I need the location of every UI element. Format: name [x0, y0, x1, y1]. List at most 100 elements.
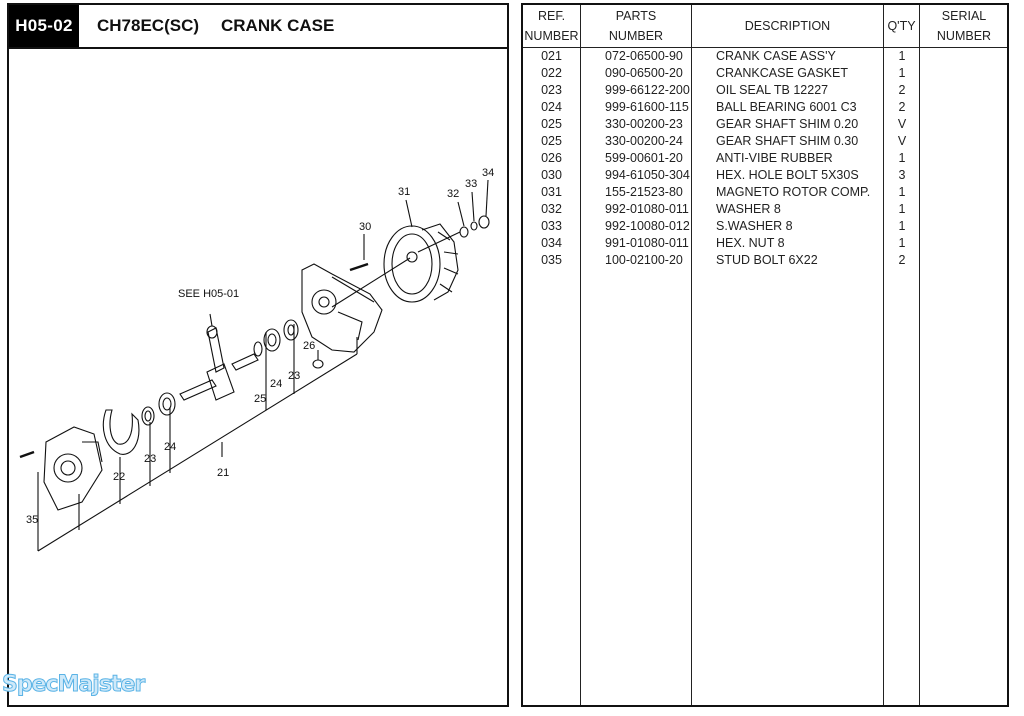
header-ref-number: REF. NUMBER — [524, 9, 579, 43]
part-number-cell: 599-00601-20 — [605, 151, 683, 165]
description-cell: WASHER 8 — [716, 202, 781, 216]
description-cell: S.WASHER 8 — [716, 219, 793, 233]
qty-cell: 2 — [898, 100, 906, 114]
callout-23-left: 23 — [144, 453, 156, 465]
header-serial-number: SERIAL NUMBER — [936, 9, 992, 43]
part-number-cell: 330-00200-23 — [605, 117, 683, 131]
exploded-view-drawing: 21 22 23 23 24 24 25 26 30 31 32 33 34 3… — [19, 167, 494, 552]
qty-cell: 1 — [898, 202, 906, 216]
part-number-cell: 100-02100-20 — [605, 253, 683, 267]
callout-30: 30 — [359, 221, 371, 233]
shaft-axis-line — [331, 257, 411, 308]
part-number-cell: 994-61050-304 — [605, 168, 690, 182]
ref-cell: 033 — [541, 219, 562, 233]
ref-cell: 032 — [541, 202, 562, 216]
table-row: 025 330-00200-23 GEAR SHAFT SHIM 0.20 V — [523, 116, 1007, 133]
qty-cell: 1 — [898, 151, 906, 165]
reference-note: SEE H05-01 — [178, 288, 239, 300]
qty-cell: 1 — [898, 66, 906, 80]
callout-32: 32 — [447, 188, 459, 200]
part-number-cell: 072-06500-90 — [605, 49, 683, 63]
qty-cell: 2 — [898, 83, 906, 97]
qty-cell: 1 — [898, 185, 906, 199]
table-row: 031 155-21523-80 MAGNETO ROTOR COMP. 1 — [523, 184, 1007, 201]
diagram-header: H05-02 CH78EC(SC) CRANK CASE — [9, 5, 507, 49]
ref-cell: 031 — [541, 185, 562, 199]
part-number-cell: 992-10080-012 — [605, 219, 690, 233]
header-qty: Q'TY — [887, 19, 916, 33]
qty-cell: V — [897, 134, 907, 148]
qty-cell: 2 — [898, 253, 906, 267]
header-description: DESCRIPTION — [744, 19, 831, 33]
table-row: 026 599-00601-20 ANTI-VIBE RUBBER 1 — [523, 150, 1007, 167]
part-number-cell: 155-21523-80 — [605, 185, 683, 199]
magneto-rotor-31 — [383, 199, 459, 303]
column-divider — [691, 5, 692, 705]
qty-cell: 3 — [898, 168, 906, 182]
description-cell: STUD BOLT 6X22 — [716, 253, 818, 267]
description-cell: CRANK CASE ASS'Y — [716, 49, 836, 63]
oil-seal-23 — [141, 406, 155, 426]
ref-cell: 034 — [541, 236, 562, 250]
part-number-cell: 330-00200-24 — [605, 134, 683, 148]
callout-23-right: 23 — [288, 370, 300, 382]
watermark-logo: SpecMajster — [1, 672, 145, 698]
part-number-cell: 090-06500-20 — [605, 66, 683, 80]
leader-line-21 — [37, 353, 358, 552]
column-divider — [580, 5, 581, 705]
description-cell: HEX. NUT 8 — [716, 236, 785, 250]
callout-34: 34 — [482, 167, 494, 179]
table-header: REF. NUMBER PARTS NUMBER DESCRIPTION Q'T… — [523, 5, 1007, 48]
header-parts-number: PARTS NUMBER — [608, 9, 664, 43]
part-number-cell: 992-01080-011 — [605, 202, 689, 216]
ref-cell: 026 — [541, 151, 562, 165]
stud-bolt-35 — [19, 450, 35, 459]
qty-cell: V — [897, 117, 907, 131]
crankcase-left-half — [43, 426, 103, 511]
page-code-badge: H05-02 — [9, 5, 79, 47]
qty-cell: 1 — [898, 49, 906, 63]
callout-31: 31 — [398, 186, 410, 198]
bearing-24-right — [263, 328, 281, 352]
ref-cell: 022 — [541, 66, 562, 80]
description-cell: GEAR SHAFT SHIM 0.20 — [716, 117, 859, 131]
description-cell: CRANKCASE GASKET — [716, 66, 848, 80]
column-divider — [883, 5, 884, 705]
callout-25: 25 — [254, 393, 266, 405]
description-cell: ANTI-VIBE RUBBER — [716, 151, 833, 165]
washer-32 — [459, 226, 469, 238]
column-divider — [919, 5, 920, 705]
table-row: 032 992-01080-011 WASHER 8 1 — [523, 201, 1007, 218]
bolt-30 — [349, 262, 369, 272]
part-number-cell: 991-01080-011 — [605, 236, 689, 250]
ref-cell: 023 — [541, 83, 562, 97]
table-row: 022 090-06500-20 CRANKCASE GASKET 1 — [523, 65, 1007, 82]
description-cell: HEX. HOLE BOLT 5X30S — [716, 168, 859, 182]
callout-24-left: 24 — [164, 441, 176, 453]
oil-seal-23-right — [283, 319, 299, 341]
ref-cell: 024 — [541, 100, 562, 114]
crankshaft — [179, 313, 259, 401]
callout-24-right: 24 — [270, 378, 282, 390]
section-title: CRANK CASE — [221, 16, 335, 35]
crankcase-right-half — [301, 263, 383, 353]
model-name: CH78EC(SC) — [97, 16, 200, 35]
ref-cell: 035 — [541, 253, 562, 267]
spring-washer-33 — [470, 221, 478, 231]
callout-33: 33 — [465, 178, 477, 190]
description-cell: BALL BEARING 6001 C3 — [716, 100, 857, 114]
ref-cell: 025 — [541, 117, 562, 131]
shim-25 — [253, 341, 263, 357]
description-cell: MAGNETO ROTOR COMP. — [716, 185, 871, 199]
bearing-24 — [158, 392, 176, 416]
table-row: 035 100-02100-20 STUD BOLT 6X22 2 — [523, 252, 1007, 269]
part-number-cell: 999-66122-200 — [605, 83, 690, 97]
